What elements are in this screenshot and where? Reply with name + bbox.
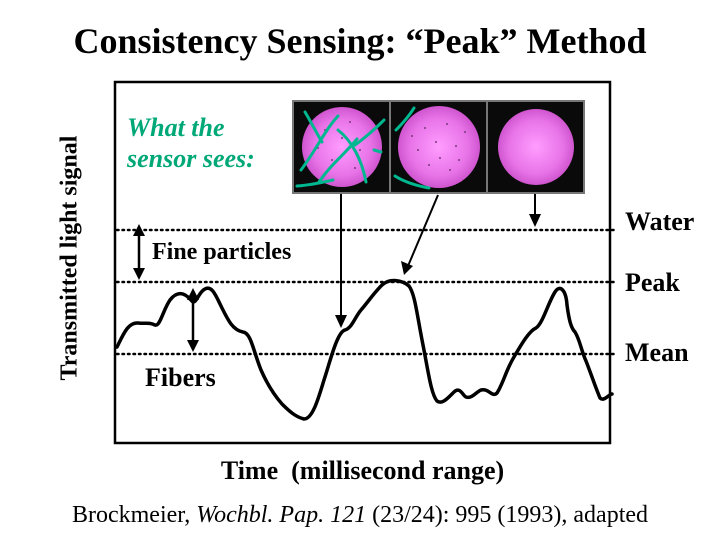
view-pointer-2 [401,194,439,275]
sensor-sees-callout: What the sensor sees: [127,113,255,173]
fine-particles-label: Fine particles [152,239,292,265]
mean-level-label: Mean [625,338,689,367]
peak-level-label: Peak [625,268,680,297]
view-pointer-3 [529,192,541,227]
citation-author: Brockmeier, [71,502,197,528]
fine-particles-arrow [133,224,145,280]
fibers-label: Fibers [145,363,216,392]
citation: Brockmeier, Wochbl. Pap. 121 (23/24): 99… [0,502,720,529]
water-level-label: Water [625,207,695,236]
x-axis-label: Time (millisecond range) [220,456,505,485]
sensor-views-strip [292,100,585,194]
citation-details: (23/24): 995 (1993), adapted [366,502,649,528]
view-pointer-1 [335,192,347,328]
slide-title: Consistency Sensing: “Peak” Method [73,21,647,61]
sensor-view-1 [295,107,386,188]
sensor-view-3 [498,109,574,185]
citation-journal: Wochbl. Pap. 121 [196,502,367,528]
fibers-arrow [187,288,199,352]
signal-trace [115,278,614,421]
sensor-view-2 [393,106,480,190]
